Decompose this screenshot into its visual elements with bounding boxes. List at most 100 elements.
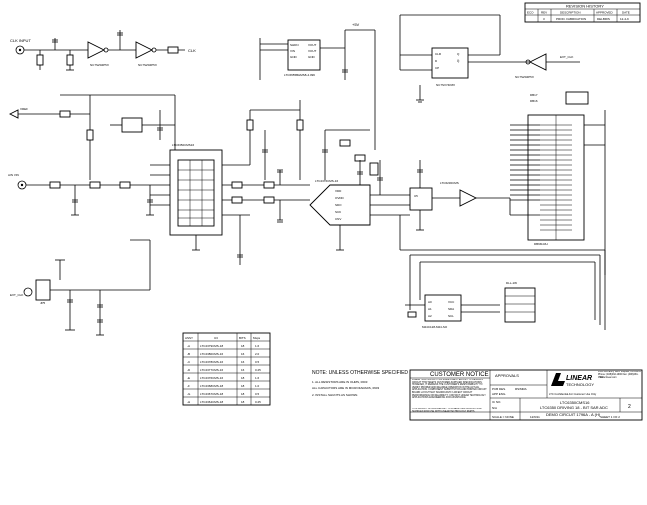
u3-driver: LTC6350CMS16 <box>150 143 250 265</box>
rev-col-approved: APPROVED <box>596 11 614 15</box>
svg-text:D: D <box>435 59 438 63</box>
assy-header-msps: Msps <box>253 336 261 340</box>
assy-header-assy: ASSY <box>185 336 193 340</box>
assy-row-7-bits: 18 <box>241 400 245 404</box>
assy-row-2-bits: 16 <box>241 360 245 364</box>
svg-text:A2: A2 <box>428 314 432 318</box>
customer-notice-body: LINEAR TECHNOLOGY HAS MADE A BEST EFFORT… <box>412 379 487 400</box>
u2-label: LTC6655BHMS8-4.096 <box>284 73 315 77</box>
assy-row-0-msps: 1.6 <box>255 344 260 348</box>
u5-label: LTC6230CMS <box>440 181 459 185</box>
svg-text:A1: A1 <box>428 307 432 311</box>
assy-row-5-assy: -F <box>187 384 190 388</box>
svg-text:A0: A0 <box>428 300 432 304</box>
svg-text:VOUT: VOUT <box>308 49 317 53</box>
assy-row-6-bits: 18 <box>241 392 245 396</box>
title-line-3: DEMO CIRCUIT 1796A - A (H) <box>546 412 601 417</box>
rev-col-eco: ECO <box>527 11 534 15</box>
svg-text:SDA: SDA <box>448 307 454 311</box>
assy-table: ASSY U3 BITS Msps -A LTC2379CMS-18 18 1.… <box>182 332 271 406</box>
vref-label: VREF <box>20 107 28 111</box>
u7-label: NC7SZ04P5X <box>138 63 157 67</box>
assy-row-5-msps: 1.0 <box>255 384 260 388</box>
svg-text:GND: GND <box>290 55 298 59</box>
svg-text:CLR: CLR <box>435 52 442 56</box>
u9-flipflop: CLR D CP Q Q̅ NC7SV74K8X EXT_CLK NC7SZ04… <box>399 14 580 103</box>
designer-label: RS/MRA <box>515 387 527 391</box>
approvals-label: APPROVALS <box>495 373 519 378</box>
revision-title: REVISION HISTORY <box>566 4 604 9</box>
u5-buffer: U5 LTC6230CMS <box>409 160 511 231</box>
u4-label: LTC2376CMS-16 <box>315 179 338 183</box>
assy-row-6-u3: LTC2367CMS-18 <box>200 392 223 396</box>
svg-text:Q: Q <box>457 52 460 56</box>
assy-row-4-msps: 1.6 <box>255 376 260 380</box>
title-line-1: LTC6350CMS16 <box>560 400 590 405</box>
clock-input-label: CLK INPUT <box>10 38 31 43</box>
notes-title: NOTE: UNLESS OTHERWISE SPECIFIED <box>312 370 408 376</box>
assy-row-0-u3: LTC2379CMS-18 <box>200 344 223 348</box>
rev-col-rev: REV <box>541 11 547 15</box>
rev-row-desc: PROD. FABRICATION <box>556 17 586 21</box>
u6-label: NC7SZ04P5X <box>90 63 109 67</box>
assy-row-5-bits: 18 <box>241 384 245 388</box>
customer-notice-title: CUSTOMER NOTICE <box>430 372 489 378</box>
u8-label: NC7SZ04P5X <box>515 75 534 79</box>
company-website: www.linear.com <box>600 376 617 379</box>
customer-notice-footer: THIS CIRCUIT IS PROPRIETARY TO LINEAR TE… <box>412 408 482 413</box>
title-line-2: LTC6350 DRIVING 18 - BIT SAR ADC <box>540 405 608 410</box>
assy-row-2-assy: -C <box>187 360 191 364</box>
power-section: EXT_CLK JP5 <box>10 239 151 336</box>
assy-row-0-assy: -A <box>187 344 190 348</box>
title-block: CUSTOMER NOTICE LINEAR TECHNOLOGY HAS MA… <box>409 369 643 421</box>
assy-row-7-u3: LTC2364CMS-18 <box>200 400 223 404</box>
j3-label: DLL-1W <box>506 281 517 285</box>
u3-label: LTC6350CMS16 <box>172 143 194 147</box>
j4-label: M24C128-M24-SO <box>422 325 448 329</box>
u4-adc: VDD OVDD SDO SCK CNV LTC2376CMS-16 <box>309 160 410 251</box>
assy-row-3-u3: LTC2377CMS-16 <box>200 368 223 372</box>
svg-text:DB17: DB17 <box>530 93 538 97</box>
date-value: 12/9/11 <box>530 415 540 419</box>
rev-col-desc: DESCRIPTION <box>560 11 581 15</box>
assy-row-1-bits: 16 <box>241 352 245 356</box>
rev-row-date: 12-4-9 <box>620 17 629 21</box>
size-value: N/A <box>492 406 497 410</box>
assy-header-bits: BITS <box>239 336 246 340</box>
revision-history-block: REVISION HISTORY ECO REV DESCRIPTION APP… <box>524 2 641 23</box>
j5-label: DB9M-RH <box>534 242 548 246</box>
rev-row-rev: 3 <box>543 17 545 21</box>
svg-text:TECHNOLOGY: TECHNOLOGY <box>566 382 594 387</box>
ltc-confidential: LTC Confidential-For Customer Use Only <box>549 392 597 396</box>
input-section: AIN VIN VREF <box>8 94 176 216</box>
svg-text:+5V: +5V <box>352 22 360 27</box>
svg-text:SCL: SCL <box>448 314 454 318</box>
svg-text:SHDN: SHDN <box>290 43 299 47</box>
svg-text:VIN: VIN <box>290 49 295 53</box>
u2-reference: SHDN VIN GND VOUT VOUT GND LTC6655BHMS8-… <box>259 22 376 150</box>
j5-connector: DB9M-RH <box>510 91 606 275</box>
company-address: 1630 McCarthy Blvd. Milpitas, CA 95035 P… <box>598 371 641 379</box>
svg-text:VDD: VDD <box>335 189 342 193</box>
clk-out-label: CLK <box>188 48 196 53</box>
svg-text:U5: U5 <box>414 194 418 198</box>
u9-label: NC7SV74K8X <box>436 83 455 87</box>
assy-row-7-msps: 0.25 <box>255 400 261 404</box>
svg-text:JP5: JP5 <box>40 301 46 305</box>
assy-row-3-assy: -D <box>187 368 191 372</box>
filter-network <box>246 100 370 223</box>
assy-row-1-u3: LTC2380CMS-16 <box>200 352 223 356</box>
assy-row-4-u3: LTC2376CMS-16 <box>200 376 223 380</box>
assy-row-0-bits: 18 <box>241 344 245 348</box>
svg-text:GND: GND <box>308 55 316 59</box>
svg-text:DB16: DB16 <box>530 99 538 103</box>
svg-text:LINEAR: LINEAR <box>566 375 592 382</box>
svg-text:SDO: SDO <box>335 203 342 207</box>
svg-text:Q̅: Q̅ <box>457 59 460 63</box>
assy-row-5-u3: LTC2368CMS-18 <box>200 384 223 388</box>
linear-logo: LINEAR TECHNOLOGY <box>551 373 594 387</box>
notes-line-1: 1. ALL RESISTORS ARE IN OHMS, 0603 <box>312 380 368 384</box>
assy-row-6-msps: 0.5 <box>255 392 260 396</box>
assy-row-1-msps: 2.0 <box>255 352 260 356</box>
